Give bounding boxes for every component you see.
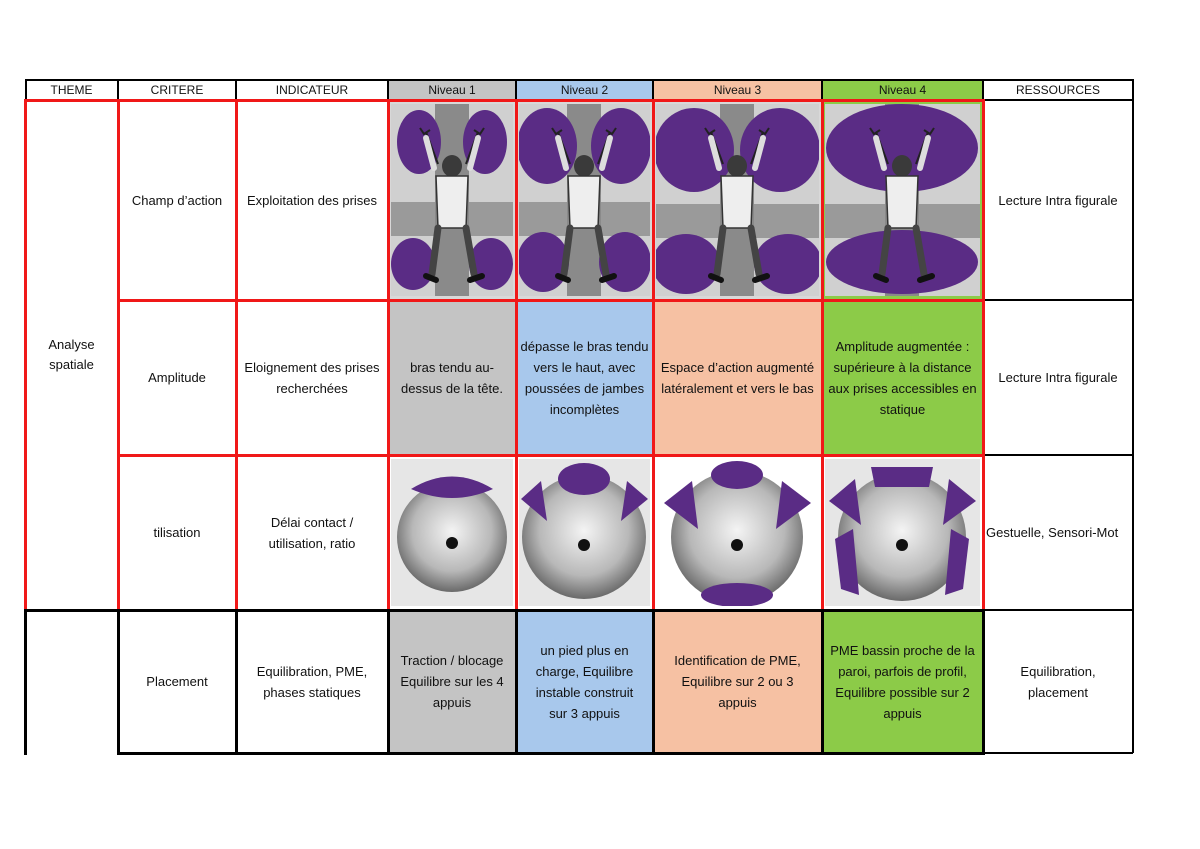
grid-v2 — [235, 79, 237, 101]
header-ressources: RESSOURCES — [1015, 83, 1101, 97]
row-2-indicateur: Eloignement des prises recherchées — [244, 359, 380, 396]
row-3-niveau-3-figure — [653, 455, 822, 610]
row-3-ressources: Gestuelle, Sensori-Mot — [986, 525, 1119, 540]
row-4-niveau-1: Traction / blocage Equilibre sur les 4 a… — [388, 610, 516, 753]
row-1-niveau-3-figure — [653, 100, 822, 300]
row-1-niveau-1-figure — [388, 100, 516, 300]
theme-cell: Analyse spatiale — [48, 337, 95, 372]
row-4-niveau-4: PME bassin proche de la paroi, parfois d… — [822, 610, 983, 753]
row-1-critere: Champ d’action — [131, 192, 223, 208]
row-4-niveau-2: un pied plus en charge, Equilibre instab… — [516, 610, 653, 753]
grid-res-h1 — [983, 299, 1133, 301]
row-4-niveau-3: Identification de PME, Equilibre sur 2 o… — [653, 610, 822, 753]
row-3-critere: tilisation — [153, 525, 201, 540]
grid-v5 — [652, 79, 654, 101]
row-2-niveau-1: bras tendu au-dessus de la tête. — [388, 300, 516, 455]
grid-header-line — [25, 99, 1133, 101]
row-4-critere: Placement — [146, 674, 208, 689]
row-2-ressources: Lecture Intra figurale — [998, 370, 1118, 385]
grid-res-h3 — [983, 609, 1133, 611]
row-4-indicateur: Equilibration, PME, phases statiques — [256, 663, 368, 700]
grid-res-bottom — [983, 752, 1133, 754]
black-frame-theme — [24, 609, 120, 755]
header-critere: CRITERE — [150, 83, 204, 97]
header-indicateur: INDICATEUR — [275, 83, 349, 97]
grid-res-h2 — [983, 454, 1133, 456]
row-3-niveau-2-figure — [516, 455, 653, 610]
row-2-critere: Amplitude — [148, 370, 206, 385]
row-3-niveau-1-figure — [388, 455, 516, 610]
grid-v1 — [117, 79, 119, 101]
grid-left-line — [25, 79, 27, 753]
row-3-niveau-4-figure — [822, 455, 983, 610]
row-1-niveau-4-figure — [822, 100, 983, 300]
grid-v4 — [515, 79, 517, 101]
grid-v6 — [821, 79, 823, 101]
row-1-indicateur: Exploitation des prises — [246, 192, 378, 208]
row-4-ressources: Equilibration, placement — [1020, 663, 1096, 700]
row-2-niveau-3: Espace d’action augmenté latéralement et… — [653, 300, 822, 455]
header-niveau-2: Niveau 2 — [516, 80, 653, 100]
row-2-niveau-4: Amplitude augmentée : supérieure à la di… — [822, 300, 983, 455]
header-niveau-4: Niveau 4 — [822, 80, 983, 100]
header-theme: THEME — [50, 83, 93, 97]
header-niveau-3: Niveau 3 — [653, 80, 822, 100]
row-2-niveau-2: dépasse le bras tendu vers le haut, avec… — [516, 300, 653, 455]
row-1-ressources: Lecture Intra figurale — [998, 192, 1118, 208]
grid-v3 — [387, 79, 389, 101]
grid-top-line — [25, 79, 1133, 81]
row-1-niveau-2-figure — [516, 100, 653, 300]
row-3-indicateur: Délai contact / utilisation, ratio — [268, 514, 356, 551]
grid-right-line — [1132, 79, 1134, 753]
grid-v7 — [982, 79, 984, 753]
header-niveau-1: Niveau 1 — [388, 80, 516, 100]
